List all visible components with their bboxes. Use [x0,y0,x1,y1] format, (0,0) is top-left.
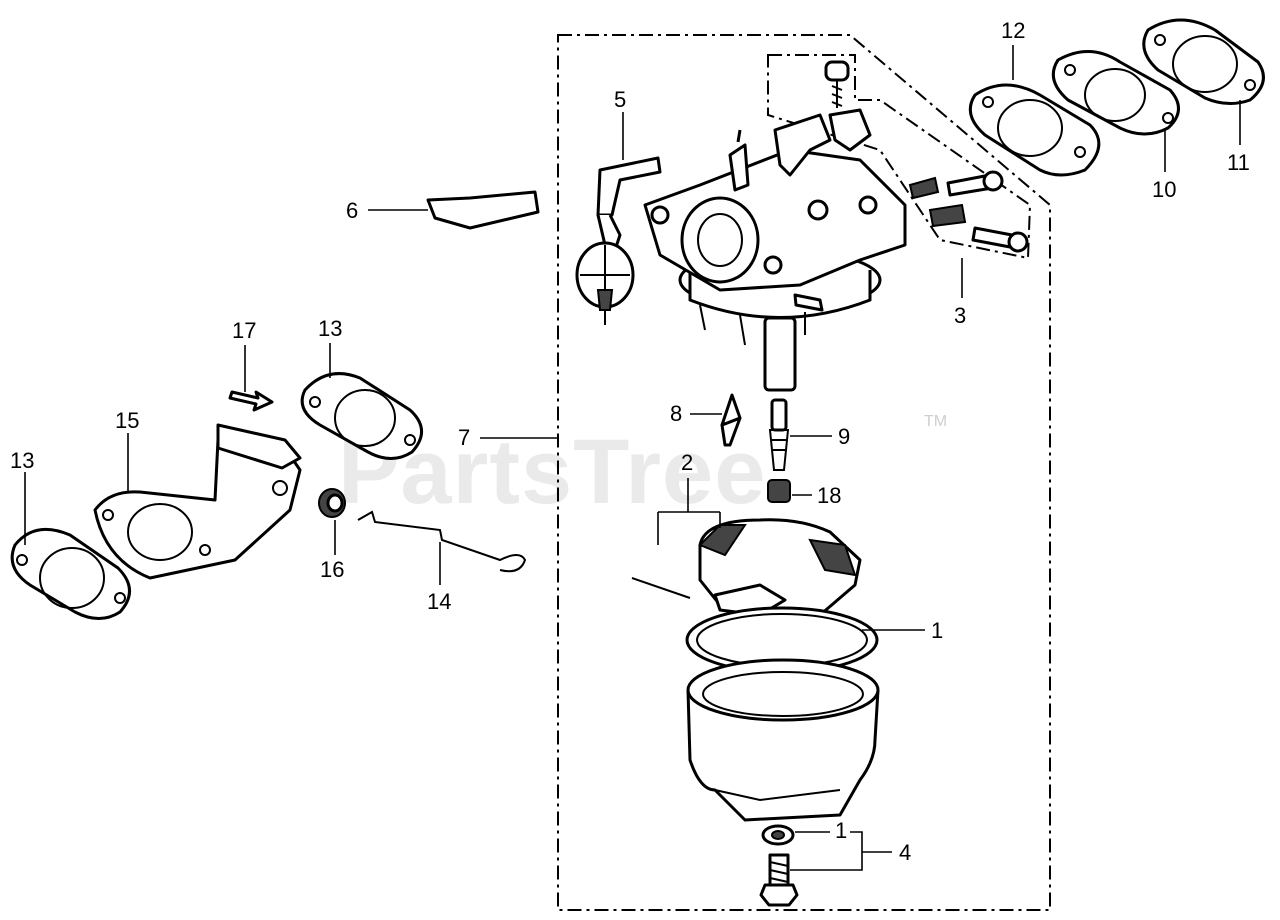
watermark-tm: TM [924,413,947,430]
spring-14 [357,510,527,573]
throttle-stop-screw-spring [928,203,1029,253]
callout-17: 17 [232,318,256,343]
callout-13-right: 13 [318,316,342,341]
leader-lines [24,45,1241,871]
callout-13-left: 13 [10,448,34,473]
choke-lever [575,156,662,325]
float-2 [631,518,862,622]
callout-2: 2 [681,450,693,475]
main-jet-18 [767,479,791,503]
callout-6: 6 [346,198,358,223]
callout-14: 14 [427,589,451,614]
gasket-12 [968,83,1101,177]
float-bowl [686,658,880,822]
gasket-13-left [10,527,131,620]
insulator-10 [1051,50,1180,136]
callout-11: 11 [1227,150,1250,175]
collar-16 [318,488,346,518]
callout-8: 8 [670,401,682,426]
gasket-11 [1142,18,1265,105]
callout-4: 4 [899,840,911,865]
callout-1-washer: 1 [835,818,847,843]
callout-3: 3 [954,303,966,328]
gasket-13-right [300,372,423,460]
callout-10: 10 [1152,177,1176,202]
bracket-15 [93,423,302,580]
callout-7: 7 [458,425,470,450]
washer-1 [761,824,795,846]
top-screw [824,60,850,108]
callout-9: 9 [838,424,850,449]
direction-arrow-17 [228,390,274,412]
assembly-boundary-7 [557,34,1051,911]
pilot-screw-spring [908,170,1004,200]
float-needle-8 [720,393,742,447]
callout-12: 12 [1001,18,1025,43]
callout-5: 5 [614,87,626,112]
callout-18: 18 [817,483,841,508]
callout-1-gasket: 1 [931,618,943,643]
lever-arm-6 [426,190,540,230]
bowl-bolt-4 [759,853,799,907]
carburetor-body [643,108,907,392]
callout-15: 15 [115,408,139,433]
main-jet-9 [768,398,790,471]
callout-16: 16 [320,557,344,582]
